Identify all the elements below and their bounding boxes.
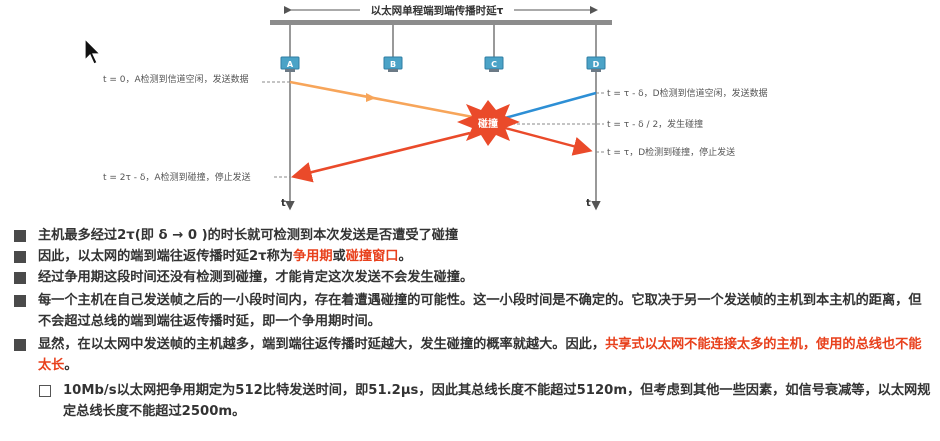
station-label-a: A [287, 60, 294, 69]
bullet-list: 主机最多经过2τ(即 δ → 0 )的时长就可检测到本次发送是否遭受了碰撞 因此… [14, 225, 934, 422]
bullet-text: 经过争用期这段时间还没有检测到碰撞，才能肯定这次发送不会发生碰撞。 [38, 270, 474, 285]
bullet-item: 经过争用期这段时间还没有检测到碰撞，才能肯定这次发送不会发生碰撞。 [14, 267, 934, 288]
collision-to-d [504, 126, 593, 156]
station-b: B [383, 25, 403, 72]
annotation-a-detect: t = 2τ - δ，A检测到碰撞，停止发送 [103, 171, 251, 183]
propagation-delay-label: 以太网单程端到端传播时延τ [284, 4, 598, 17]
time-axis-label-a: t [281, 198, 286, 209]
bullet-item: 主机最多经过2τ(即 δ → 0 )的时长就可检测到本次发送是否遭受了碰撞 [14, 225, 934, 246]
highlight-term: 共享式以太网不能连接太多的主机，使用的总线也不能太长 [38, 337, 922, 373]
collision-burst: 碰撞 [457, 100, 520, 146]
bullet-text: 或 [332, 249, 346, 264]
d-signal-line [504, 91, 597, 120]
hollow-square-icon [39, 385, 51, 397]
mouse-cursor-icon [84, 38, 102, 65]
annotation-d-detect: t = τ，D检测到碰撞，停止发送 [607, 146, 735, 158]
sub-bullet-item: 10Mb/s以太网把争用期定为512比特发送时间，即51.2μs，因此其总线长度… [39, 380, 934, 422]
bullet-text: 。 [398, 249, 412, 264]
ethernet-bus [270, 20, 612, 25]
annotation-a-send: t = 0，A检测到信道空闲，发送数据 [103, 73, 249, 85]
a-signal-line [289, 80, 479, 120]
annotation-collide: t = τ - δ / 2，发生碰撞 [607, 118, 703, 130]
collision-label: 碰撞 [478, 117, 498, 130]
bullet-item: 显然，在以太网中发送帧的主机越多，端到端往返传播时延越大，发生碰撞的概率就越大。… [14, 334, 934, 376]
bullet-text: 显然，在以太网中发送帧的主机越多，端到端往返传播时延越大，发生碰撞的概率就越大。… [38, 337, 606, 352]
bullet-square-icon [14, 295, 26, 307]
annotation-d-send: t = τ - δ，D检测到信道空闲，发送数据 [607, 87, 768, 99]
highlight-term: 碰撞窗口 [345, 249, 399, 264]
station-label-b: B [390, 60, 396, 69]
collision-to-a [290, 131, 471, 183]
bullet-square-icon [14, 339, 26, 351]
bullet-square-icon [14, 230, 26, 242]
bullet-square-icon [14, 272, 26, 284]
station-a: A [280, 25, 300, 72]
time-axis-label-d: t [586, 198, 591, 209]
highlight-term: 争用期 [292, 249, 333, 264]
bullet-text: 因此，以太网的端到端往返传播时延2τ称为 [38, 249, 293, 264]
bullet-item: 因此，以太网的端到端往返传播时延2τ称为争用期或碰撞窗口。 [14, 246, 934, 267]
station-d: D [586, 25, 606, 72]
bullet-item: 每一个主机在自己发送帧之后的一小段时间内，存在着遭遇碰撞的可能性。这一小段时间是… [14, 290, 934, 332]
station-c: C [484, 25, 504, 72]
bullet-text: 。 [64, 358, 78, 373]
bullet-text: 主机最多经过2τ(即 δ → 0 )的时长就可检测到本次发送是否遭受了碰撞 [38, 228, 459, 243]
bullet-text: 每一个主机在自己发送帧之后的一小段时间内，存在着遭遇碰撞的可能性。这一小段时间是… [38, 293, 922, 329]
station-label-d: D [593, 60, 600, 69]
bullet-text: 10Mb/s以太网把争用期定为512比特发送时间，即51.2μs，因此其总线长度… [63, 383, 931, 419]
collision-timing-diagram: 以太网单程端到端传播时延τ A B C D t t [103, 4, 768, 211]
bullet-square-icon [14, 251, 26, 263]
station-label-c: C [491, 60, 497, 69]
bus-delay-text: 以太网单程端到端传播时延τ [371, 4, 504, 17]
